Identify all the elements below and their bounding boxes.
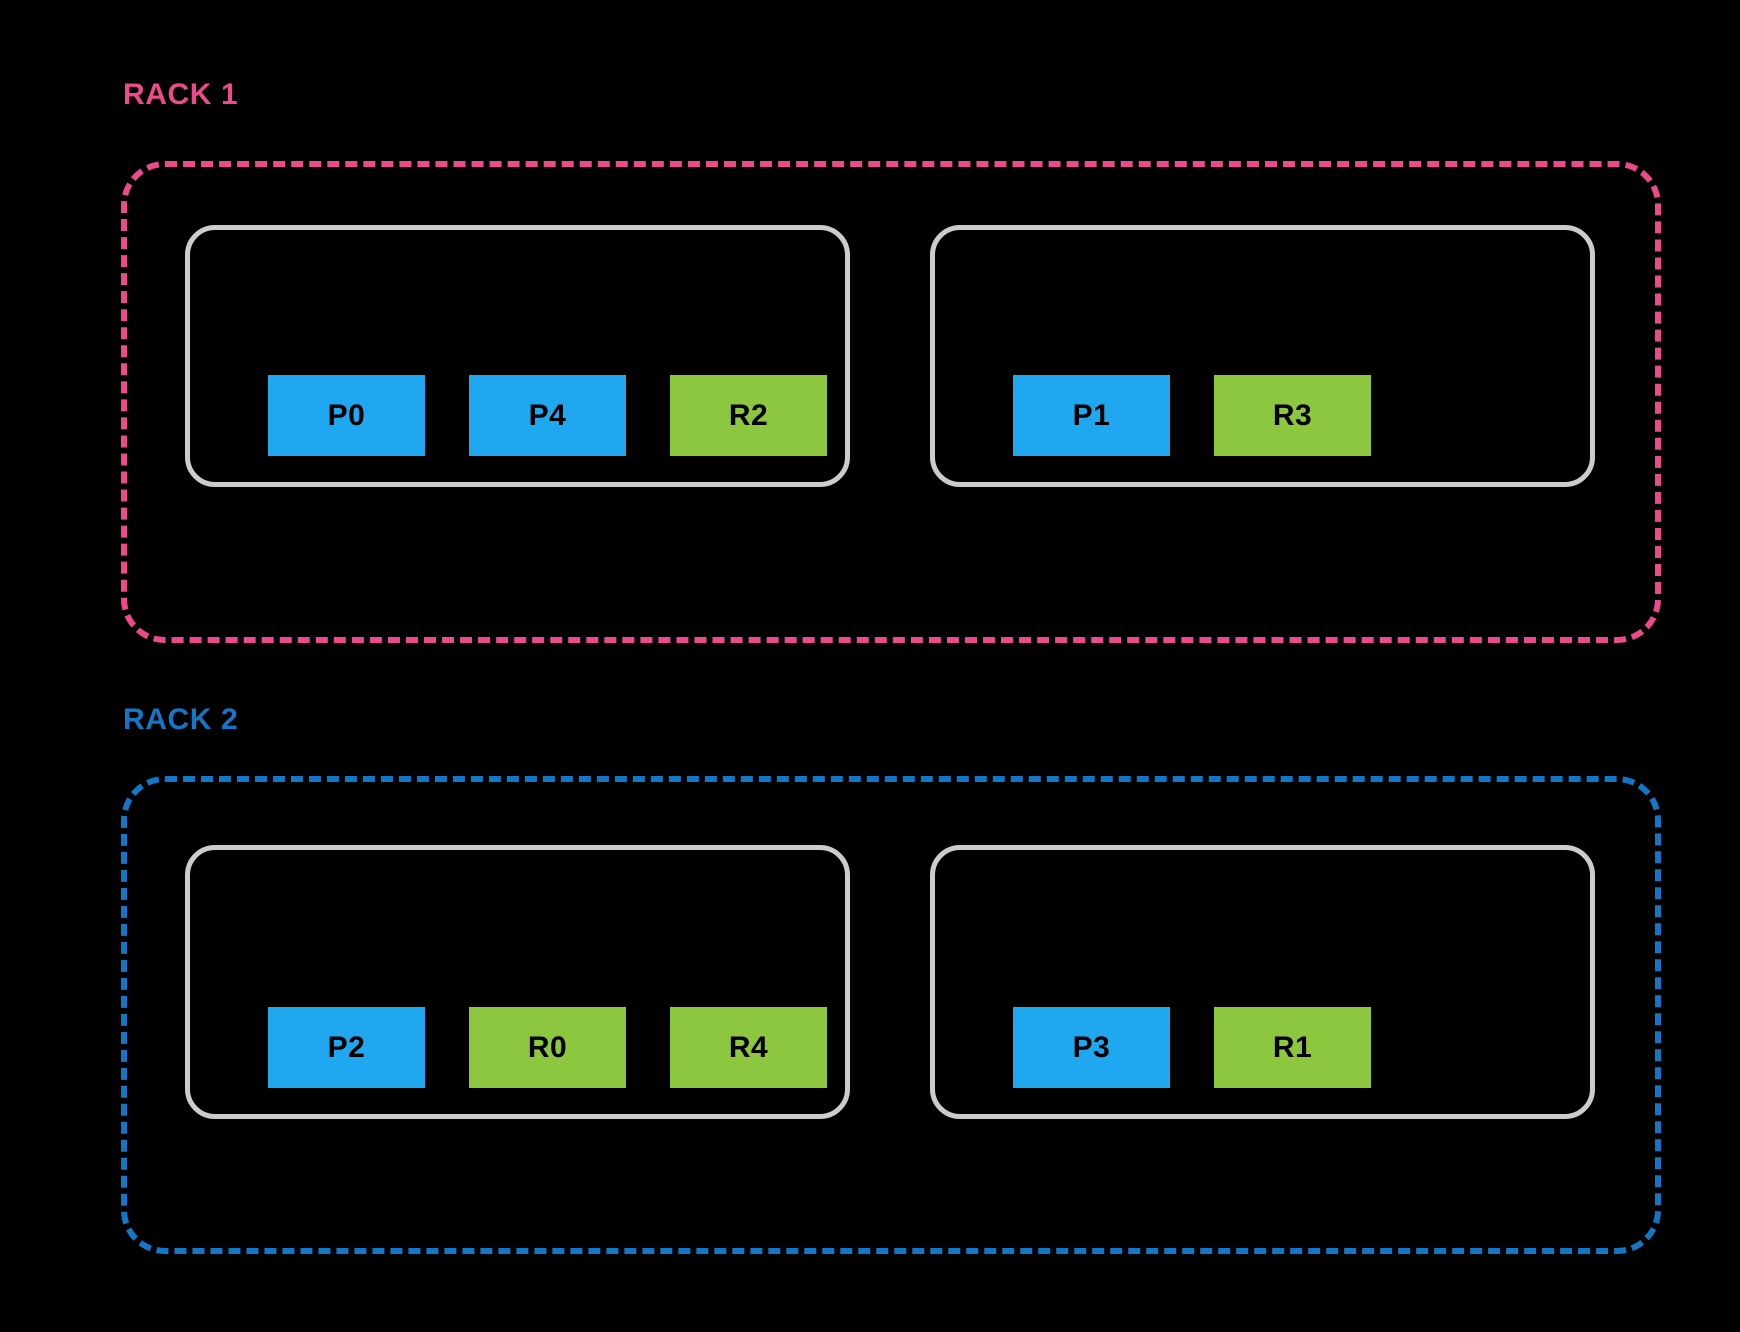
shard-block-p1[interactable]: P1 — [1013, 375, 1170, 456]
shard-block-p3[interactable]: P3 — [1013, 1007, 1170, 1088]
rack-label-1: RACK 1 — [123, 78, 239, 111]
node-slots-1: P0 P4 R2 — [190, 375, 827, 456]
shard-block-p2[interactable]: P2 — [268, 1007, 425, 1088]
node-slots-3: P2 R0 R4 — [190, 1007, 827, 1088]
node-slots-2: P1 R3 — [935, 375, 1371, 456]
shard-block-p4[interactable]: P4 — [469, 375, 626, 456]
rack-boundary-2 — [121, 776, 1661, 1254]
node-box-3[interactable]: P2 R0 R4 — [185, 845, 850, 1119]
shard-block-p0[interactable]: P0 — [268, 375, 425, 456]
shard-block-r3[interactable]: R3 — [1214, 375, 1371, 456]
node-box-1[interactable]: P0 P4 R2 — [185, 225, 850, 487]
node-slots-4: P3 R1 — [935, 1007, 1371, 1088]
shard-block-r2[interactable]: R2 — [670, 375, 827, 456]
node-box-2[interactable]: P1 R3 — [930, 225, 1595, 487]
shard-block-r1[interactable]: R1 — [1214, 1007, 1371, 1088]
node-box-4[interactable]: P3 R1 — [930, 845, 1595, 1119]
shard-block-r4[interactable]: R4 — [670, 1007, 827, 1088]
rack-boundary-1 — [121, 161, 1661, 643]
rack-label-2: RACK 2 — [123, 703, 239, 736]
shard-block-r0[interactable]: R0 — [469, 1007, 626, 1088]
